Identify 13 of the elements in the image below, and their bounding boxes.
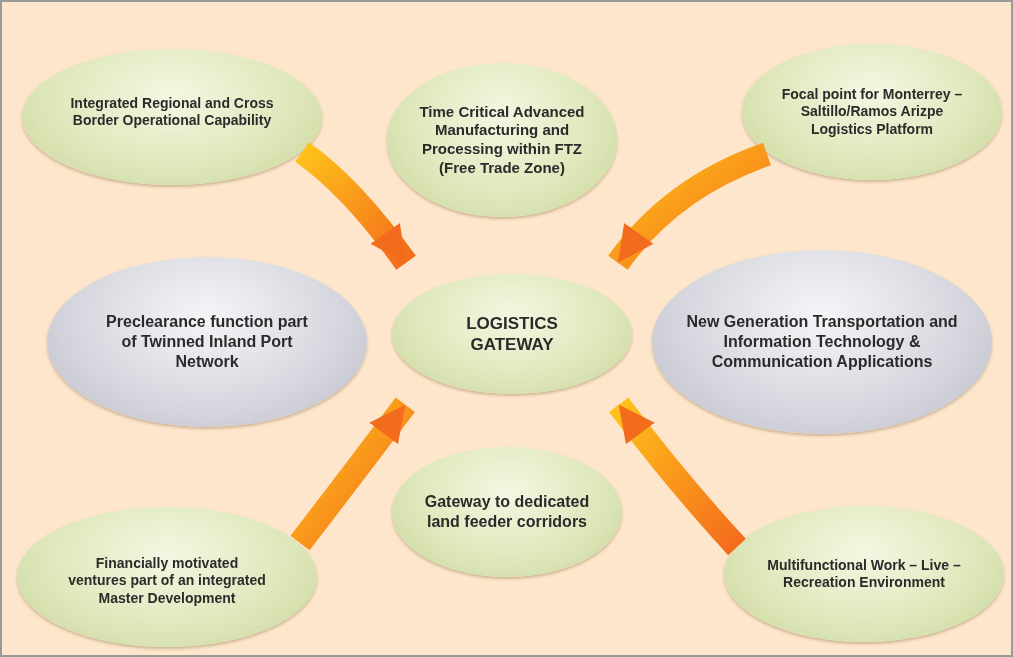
node-label: Financially motivated ventures part of an integrated Master Development: [67, 554, 267, 608]
node-label: Time Critical Advanced Manufacturing and Processing within FTZ (Free Trade Zone): [418, 102, 586, 178]
node-label: LOGISTICS GATEWAY: [465, 312, 559, 356]
node-label: New Generation Transportation and Information Technology & Communication Applications: [685, 312, 959, 372]
node-label: Integrated Regional and Cross Border Operational Capability: [69, 94, 275, 130]
curved-arrow: [290, 397, 415, 551]
node-label: Preclearance function part of Twinned Inland Port Network: [105, 312, 309, 372]
node-label: Focal point for Monterrey – Saltillo/Ramos Arizpe Logistics Platform: [780, 85, 964, 139]
curved-arrow: [609, 397, 746, 556]
curved-arrow: [608, 142, 772, 270]
node-label: Gateway to dedicated land feeder corridors: [423, 492, 591, 532]
node-label: Multifunctional Work – Live – Recreation Environment: [766, 556, 962, 592]
curved-arrow: [294, 142, 416, 270]
